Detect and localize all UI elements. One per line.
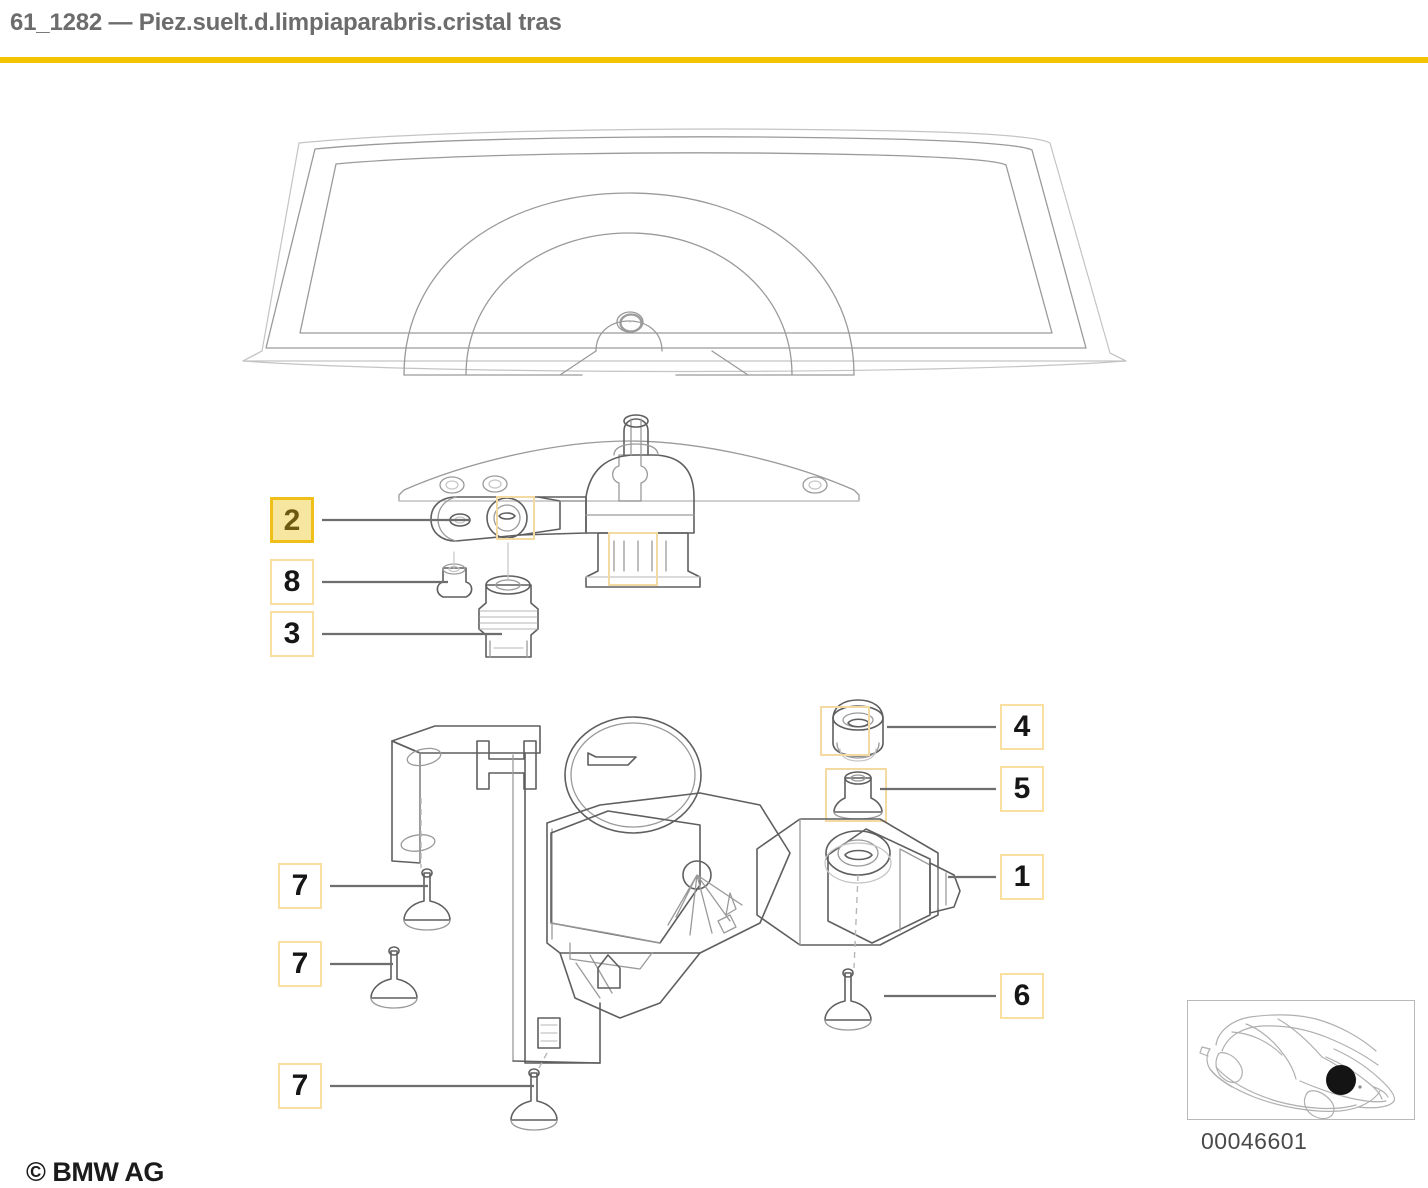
car-outline-illustration [1188,1001,1416,1121]
grommet-part-4 [821,700,883,761]
rear-window-glass [243,129,1126,375]
leader-lines [322,520,996,1086]
location-dot-icon [1326,1065,1356,1095]
callout-7-b[interactable]: 7 [278,941,322,987]
spindle-nut-part-3 [479,543,538,657]
callout-6[interactable]: 6 [1000,973,1044,1019]
diagram-canvas: .ln { fill:none; stroke:#5f5f5f; stroke-… [0,63,1428,1156]
callout-4[interactable]: 4 [1000,704,1044,750]
upper-curved-bracket [399,441,859,501]
bmw-copyright-label: © BMW AG [26,1157,164,1188]
parts-diagram-illustration: .ln { fill:none; stroke:#5f5f5f; stroke-… [0,63,1428,1156]
callout-1[interactable]: 1 [1000,854,1044,900]
pin-part-7-c [511,1053,557,1130]
page-header: 61_1282 — Piez.suelt.d.limpiaparabris.cr… [0,0,1428,58]
pin-part-7-b [371,947,417,1008]
pin-part-7-a [404,798,450,930]
callout-7-a[interactable]: 7 [278,863,322,909]
bush-part-5 [826,769,886,821]
glass-wiper-pivot-hole [621,315,641,331]
locator-frame [1187,1000,1415,1120]
callout-8[interactable]: 8 [270,559,314,605]
washer-part-8 [437,552,471,597]
callout-3[interactable]: 3 [270,611,314,657]
callout-2[interactable]: 2 [270,497,314,543]
vehicle-locator-thumbnail[interactable]: 00046601 [1187,1000,1415,1152]
locator-number-label: 00046601 [1201,1128,1307,1155]
callout-5[interactable]: 5 [1000,766,1044,812]
page-title: 61_1282 — Piez.suelt.d.limpiaparabris.cr… [10,9,562,37]
callout-7-c[interactable]: 7 [278,1063,322,1109]
pin-part-6 [825,875,871,1030]
